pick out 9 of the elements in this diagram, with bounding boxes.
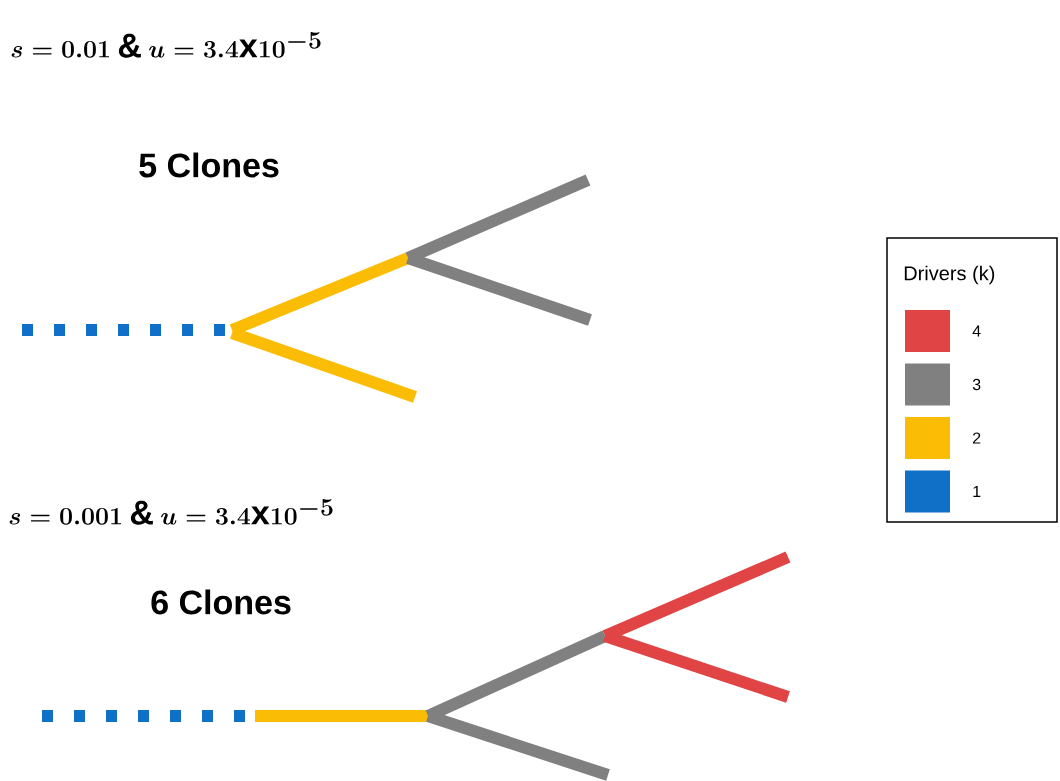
tree-title: 5 Clones bbox=[139, 152, 279, 178]
legend-label: 1 bbox=[973, 486, 981, 497]
formula-heading: $s = 0.01 \mathbin{\&} u = 3.4\mathrm{x}10^{-5}$ bbox=[11, 32, 321, 58]
legend-label: 4 bbox=[972, 325, 981, 337]
formula-heading: $s = 0.001 \mathbin{\&} u = 3.4\mathrm{x}10^{-5}$ bbox=[9, 499, 333, 525]
legend-title: Drivers (k) bbox=[904, 265, 995, 285]
legend-label: 3 bbox=[972, 378, 981, 391]
legend-label: 2 bbox=[973, 432, 981, 444]
tree-title: 6 Clones bbox=[151, 589, 291, 615]
